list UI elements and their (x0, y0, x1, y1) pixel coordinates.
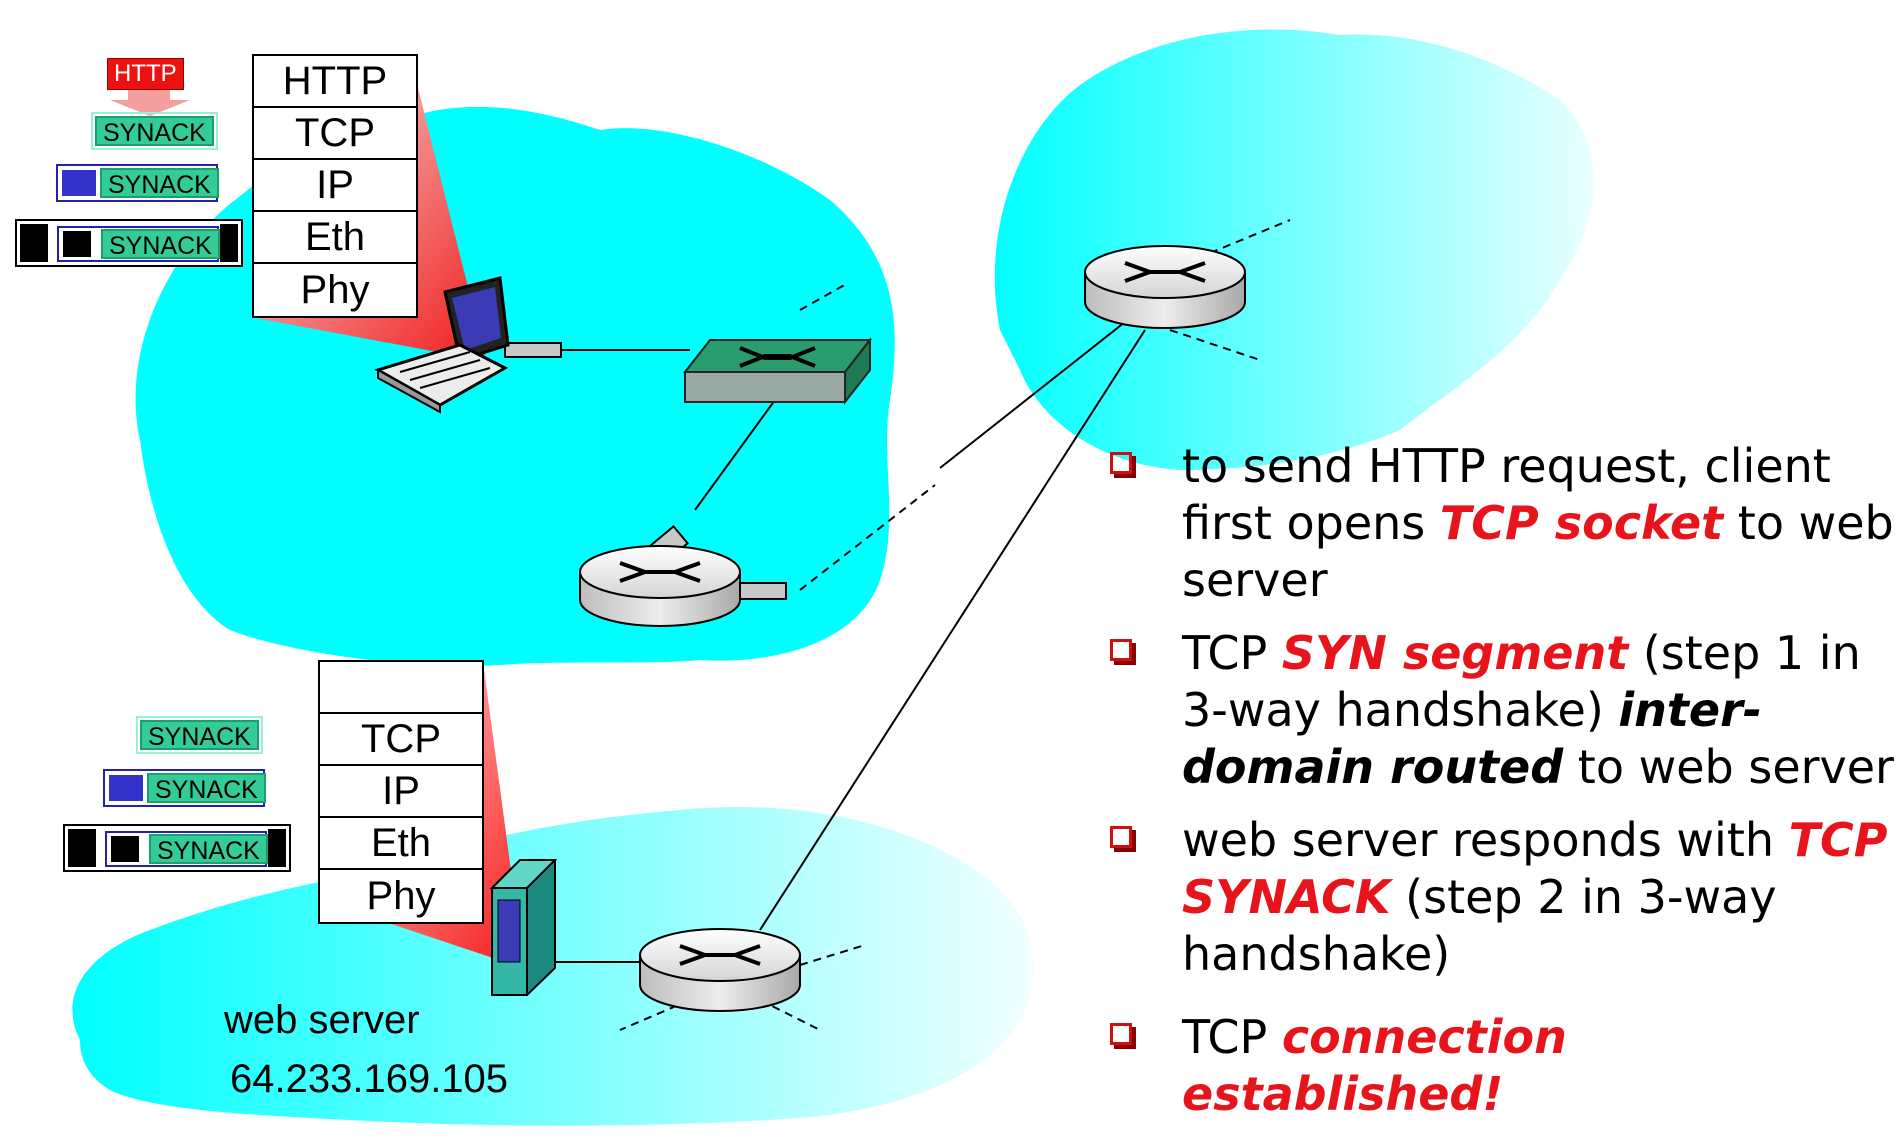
isp-network-cloud (994, 29, 1594, 471)
bullet-text: to send HTTP request, client first opens (1182, 439, 1831, 550)
bullet-text: TCP (1182, 1010, 1282, 1064)
frame-ip-header (63, 231, 91, 257)
eth-trailer (220, 224, 238, 262)
client-layer-tcp: TCP (254, 108, 416, 160)
bullet-item: to send HTTP request, client first opens… (1110, 438, 1899, 609)
client-layer-phy: Phy (300, 267, 370, 312)
bullet-emphasis: TCP socket (1439, 496, 1724, 550)
server-frame-payload: SYNACK (149, 834, 268, 865)
bullet-box-icon (1110, 452, 1132, 474)
client-ip-datagram: SYNACK (56, 164, 219, 202)
server-eth-frame: SYNACK (63, 824, 291, 872)
server-frame-ip: SYNACK (105, 831, 268, 867)
ethernet-switch-icon (682, 337, 873, 405)
server-ip-payload: SYNACK (147, 773, 266, 804)
server-layer-phy: Phy (366, 873, 436, 918)
bullet-item: web server responds with TCP SYNACK (ste… (1110, 812, 1899, 983)
bullet-text: to web server (1182, 496, 1894, 607)
client-eth-frame: SYNACK (15, 219, 243, 267)
http-down-arrowhead (110, 100, 190, 116)
bullet-text: (step 2 in 3-way handshake) (1182, 870, 1777, 981)
client-frame-payload: SYNACK (101, 229, 220, 260)
bullet-item: TCP connection established! (1110, 1009, 1899, 1123)
bullet-text: web server responds with (1182, 813, 1789, 867)
bullet-emphasis: TCP SYNACK (1182, 813, 1888, 924)
client-tcp-segment: SYNACK (91, 112, 218, 150)
bullet-text: TCP (1182, 626, 1282, 680)
client-layer-http: HTTP (254, 56, 416, 108)
eth-trailer (268, 829, 286, 867)
eth-header (20, 224, 48, 262)
client-frame-ip: SYNACK (57, 226, 220, 262)
client-protocol-stack: HTTP TCP IP Eth Phy (252, 54, 418, 318)
bullet-emphasis-black: inter-domain routed (1182, 683, 1762, 794)
http-message-tag: HTTP (107, 58, 184, 90)
server-layer-tcp: TCP (320, 714, 482, 766)
client-layer-ip: IP (254, 160, 416, 212)
network-links (545, 219, 1291, 1031)
bullet-box-icon (1110, 639, 1132, 661)
web-server-icon (489, 859, 558, 996)
server-layer-ip: IP (320, 766, 482, 818)
ip-header (62, 170, 96, 196)
ip-header (109, 775, 143, 801)
isp-router-icon (1084, 245, 1246, 329)
server-router-icon (639, 928, 801, 1012)
server-ip-datagram: SYNACK (103, 769, 266, 807)
server-protocol-stack: TCP IP Eth Phy (318, 660, 484, 924)
server-layer-app (320, 662, 482, 714)
eth-header (68, 829, 96, 867)
bullet-emphasis: SYN segment (1281, 626, 1629, 680)
server-ip-label: 64.233.169.105 (230, 1057, 509, 1101)
server-name-label: web server (224, 998, 420, 1042)
server-layer-eth: Eth (320, 818, 482, 870)
frame-ip-header (111, 836, 139, 862)
bullet-box-icon (1110, 826, 1132, 848)
client-layer-eth: Eth (254, 212, 416, 264)
client-router-icon (579, 524, 787, 627)
explanation-bullets: to send HTTP request, client first opens… (1110, 438, 1899, 1139)
bullet-text: to web server (1563, 740, 1894, 794)
bullet-item: TCP SYN segment (step 1 in 3-way handsha… (1110, 625, 1899, 796)
bullet-text: (step 1 in 3-way handshake) (1182, 626, 1861, 737)
bullet-emphasis: connection established! (1182, 1010, 1567, 1121)
client-ip-payload: SYNACK (100, 168, 219, 199)
bullet-box-icon (1110, 1023, 1132, 1045)
server-tcp-segment: SYNACK (136, 716, 263, 754)
laptop-icon (374, 276, 562, 414)
